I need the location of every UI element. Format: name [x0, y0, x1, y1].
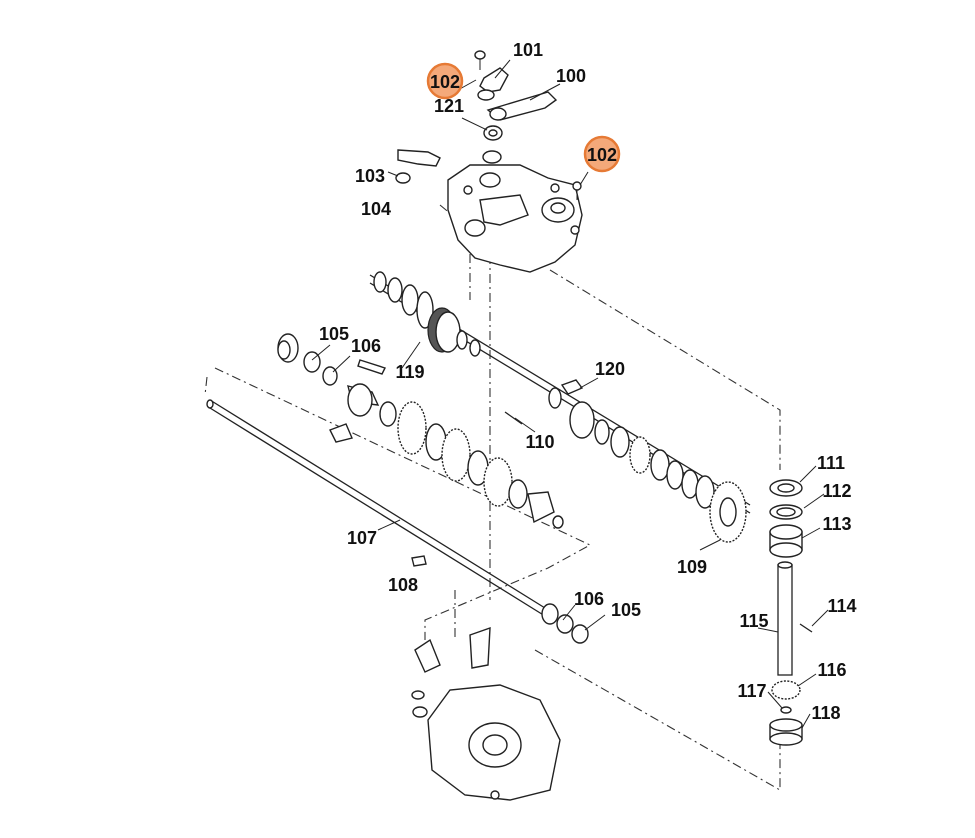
part-label-104: 104: [361, 199, 391, 219]
part-label-111: 111: [817, 453, 845, 473]
part-label-100: 100: [556, 66, 586, 86]
part-label-103: 103: [355, 166, 385, 186]
highlighted-callout-102-right[interactable]: 102: [583, 135, 621, 173]
main-shaft-107: [206, 399, 589, 644]
part-label-113: 113: [822, 514, 851, 534]
part-label-110: 110: [525, 432, 554, 452]
part-label-105: 105: [611, 600, 641, 620]
lower-housing: [411, 626, 561, 801]
part-label-115: 115: [739, 611, 768, 631]
highlight-circle: [583, 135, 621, 173]
highlight-circle: [426, 62, 464, 100]
leader-lines: [311, 59, 829, 729]
part-label-105: 105: [319, 324, 349, 344]
part-label-116: 116: [817, 660, 846, 680]
part-labels: 101 100 121 103 104 105 106 119 120 110 …: [319, 40, 857, 723]
right-shaft-assembly: [769, 479, 813, 746]
part-label-118: 118: [811, 703, 840, 723]
top-parts: [395, 50, 582, 200]
part-label-121: 121: [434, 96, 464, 116]
part-label-112: 112: [822, 481, 851, 501]
part-label-102: 102: [430, 72, 460, 92]
part-label-114: 114: [827, 596, 856, 616]
part-label-106: 106: [351, 336, 381, 356]
part-label-107: 107: [347, 528, 377, 548]
part-label-109: 109: [677, 557, 707, 577]
part-label-108: 108: [388, 575, 418, 595]
part-label-106: 106: [574, 589, 604, 609]
part-label-101: 101: [513, 40, 543, 60]
upper-housing: [447, 164, 583, 273]
upper-shaft-assembly: [369, 271, 751, 543]
part-label-102: 102: [587, 145, 617, 165]
part-label-120: 120: [595, 359, 625, 379]
part-label-117: 117: [737, 681, 766, 701]
highlighted-callout-102-top[interactable]: 102: [426, 62, 464, 100]
middle-gear-assembly: [277, 333, 564, 529]
part-label-119: 119: [395, 362, 424, 382]
